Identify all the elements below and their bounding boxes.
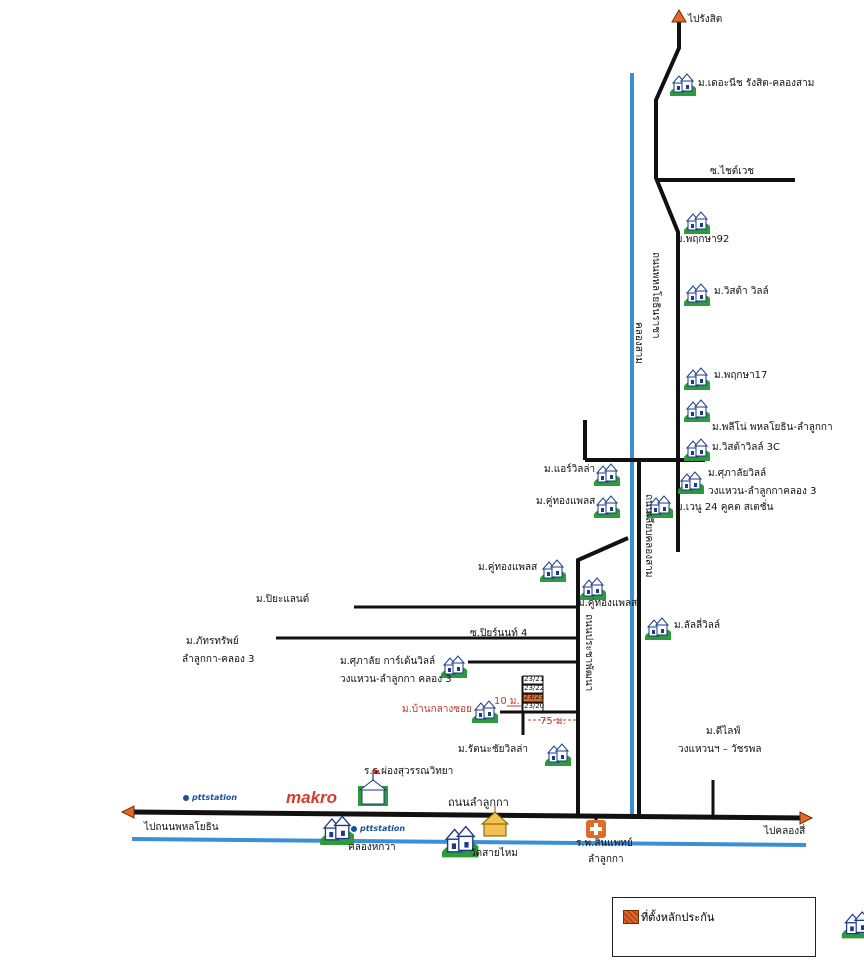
arrow-right	[799, 811, 814, 825]
house-icon-pruksa92	[683, 211, 711, 235]
label-supalai-ville-sub: วงแหวน-ลำลูกกาคลอง 3	[708, 486, 817, 497]
house-icon-khu-thong-3	[579, 577, 607, 601]
label-the-nice: ม.เดอะนีช รังสิต-คลองสาม	[698, 78, 815, 89]
school-icon	[358, 770, 388, 806]
plot-group	[522, 675, 544, 712]
label-road-pracha: ถนนประชาพัฒนา	[583, 614, 594, 692]
label-lalisa: ม.ลัลลี่วิลล์	[674, 620, 721, 631]
label-road-lamlukka: ถนนลำลูกกา	[448, 796, 509, 809]
label-pleno: ม.พลีโน่ พหลโยธิน-ลำลูกกา	[712, 422, 833, 433]
label-pattarasap-sub: ลำลูกกา-คลอง 3	[182, 654, 255, 665]
label-dist-75: 75 ม.	[540, 716, 566, 727]
label-khu-thong-1: ม.คู่ทองแพลส	[536, 496, 596, 507]
legend-swatch	[623, 910, 639, 924]
label-ban-klang-soi: ม.บ้านกลางซอย	[402, 704, 472, 715]
label-d-life-sub: วงแหวนฯ – วัชรพล	[678, 744, 762, 755]
label-road-vertical-right: ถนนพหลโยธินราชา	[650, 252, 661, 339]
label-pattarasap: ม.ภัทรทรัพย์	[186, 636, 239, 647]
label-soi-chaiwet: ซ.ไชต์เวช	[710, 166, 755, 177]
arrow-up	[671, 9, 687, 23]
map-legend: ที่ตั้งหลักประกัน	[612, 897, 816, 957]
makro-logo: makro	[286, 788, 338, 807]
house-icon-khu-thong-1	[593, 495, 621, 519]
house-icon-khu-thong-2	[539, 559, 567, 583]
temple-icon	[480, 806, 510, 837]
plot-number-4: 23/20	[524, 702, 545, 710]
house-icon-wista3c	[683, 438, 711, 462]
house-icon-pruksa17	[683, 367, 711, 391]
label-wat-sai-mai: วัดสายไหม	[470, 848, 518, 859]
label-road-khlong-sam: ถนนเลียบคลองสาม	[643, 494, 654, 578]
house-icon-rattana	[544, 743, 572, 767]
label-khu-thong-2: ม.คู่ทองแพลส	[478, 562, 538, 573]
label-wista: ม.วิสต้า วิลล์	[714, 286, 769, 297]
label-pruksa17: ม.พฤกษา17	[714, 370, 768, 381]
label-wista3c: ม.วิสต้าวิลล์ 3C	[712, 442, 780, 453]
label-rattana: ม.รัตนะชัยวิลล่า	[458, 744, 528, 755]
house-icon-pattarasap	[319, 815, 355, 846]
label-ptt-1: pttstation	[192, 793, 238, 802]
label-to-phahon: ไปถนนพหลโยธิน	[144, 822, 219, 833]
ptt-icon-1	[183, 795, 189, 801]
label-pruksa92: ม.พฤกษา92	[676, 234, 730, 245]
label-hospital-sub: ลำลูกกา	[588, 854, 624, 865]
plot-number-1: 23/21	[524, 675, 545, 683]
plot-number-2: 23/22	[524, 684, 545, 692]
road-north	[654, 22, 681, 552]
house-icon-air-villa	[593, 463, 621, 487]
ptt-icon-2	[351, 826, 357, 832]
hospital-icon	[586, 820, 606, 838]
road-pracha	[576, 536, 629, 818]
label-venue: ม.เวนู 24 คูคต สเตชั่น	[676, 502, 774, 513]
house-icon-the-nice	[669, 73, 697, 97]
road-lamlukka	[131, 809, 807, 821]
house-icon-supalai-ville	[677, 471, 705, 495]
label-to-rangsit: ไปรังสิต	[688, 14, 723, 25]
label-khlong: คลองสาม	[633, 322, 644, 365]
label-air-villa: ม.แอร์วิลล่า	[544, 464, 596, 475]
label-soi-piyarom: ซ.ปิยร์นนท์ 4	[470, 628, 528, 639]
legend-text: ที่ตั้งหลักประกัน	[641, 911, 715, 924]
label-hospital: ร.พ.สินแพทย์	[576, 838, 633, 849]
label-supalai-garden: ม.ศุภาลัย การ์เด้นวิลล์	[340, 656, 436, 667]
label-to-khlong-si: ไปคลองสี่	[764, 826, 806, 837]
plot-number-3: 23/23	[524, 693, 545, 701]
label-ptt-2: pttstation	[360, 824, 406, 833]
label-supalai-ville: ม.ศุภาลัยวิลล์	[708, 468, 767, 479]
house-icon-lalisa	[644, 617, 672, 641]
house-icon-d-life	[841, 911, 864, 940]
label-khu-thong-3: ม.คู่ทองแพลส	[578, 598, 638, 609]
label-supalai-garden-sub: วงแหวน-ลำลูกกา คลอง 3	[340, 674, 452, 685]
house-icon-wista	[683, 283, 711, 307]
house-icon-pleno	[683, 399, 711, 423]
label-school: ร.ร.ผ่องสุวรรณวิทยา	[364, 766, 454, 777]
label-d-life: ม.ดีไลฟ์	[706, 726, 741, 737]
label-dist-10: 10 ม.	[494, 696, 520, 707]
arrow-left	[120, 805, 135, 819]
label-piya-land: ม.ปิยะแลนด์	[256, 594, 310, 605]
label-khlong-hok-wa: คลองหกวา	[348, 842, 396, 853]
